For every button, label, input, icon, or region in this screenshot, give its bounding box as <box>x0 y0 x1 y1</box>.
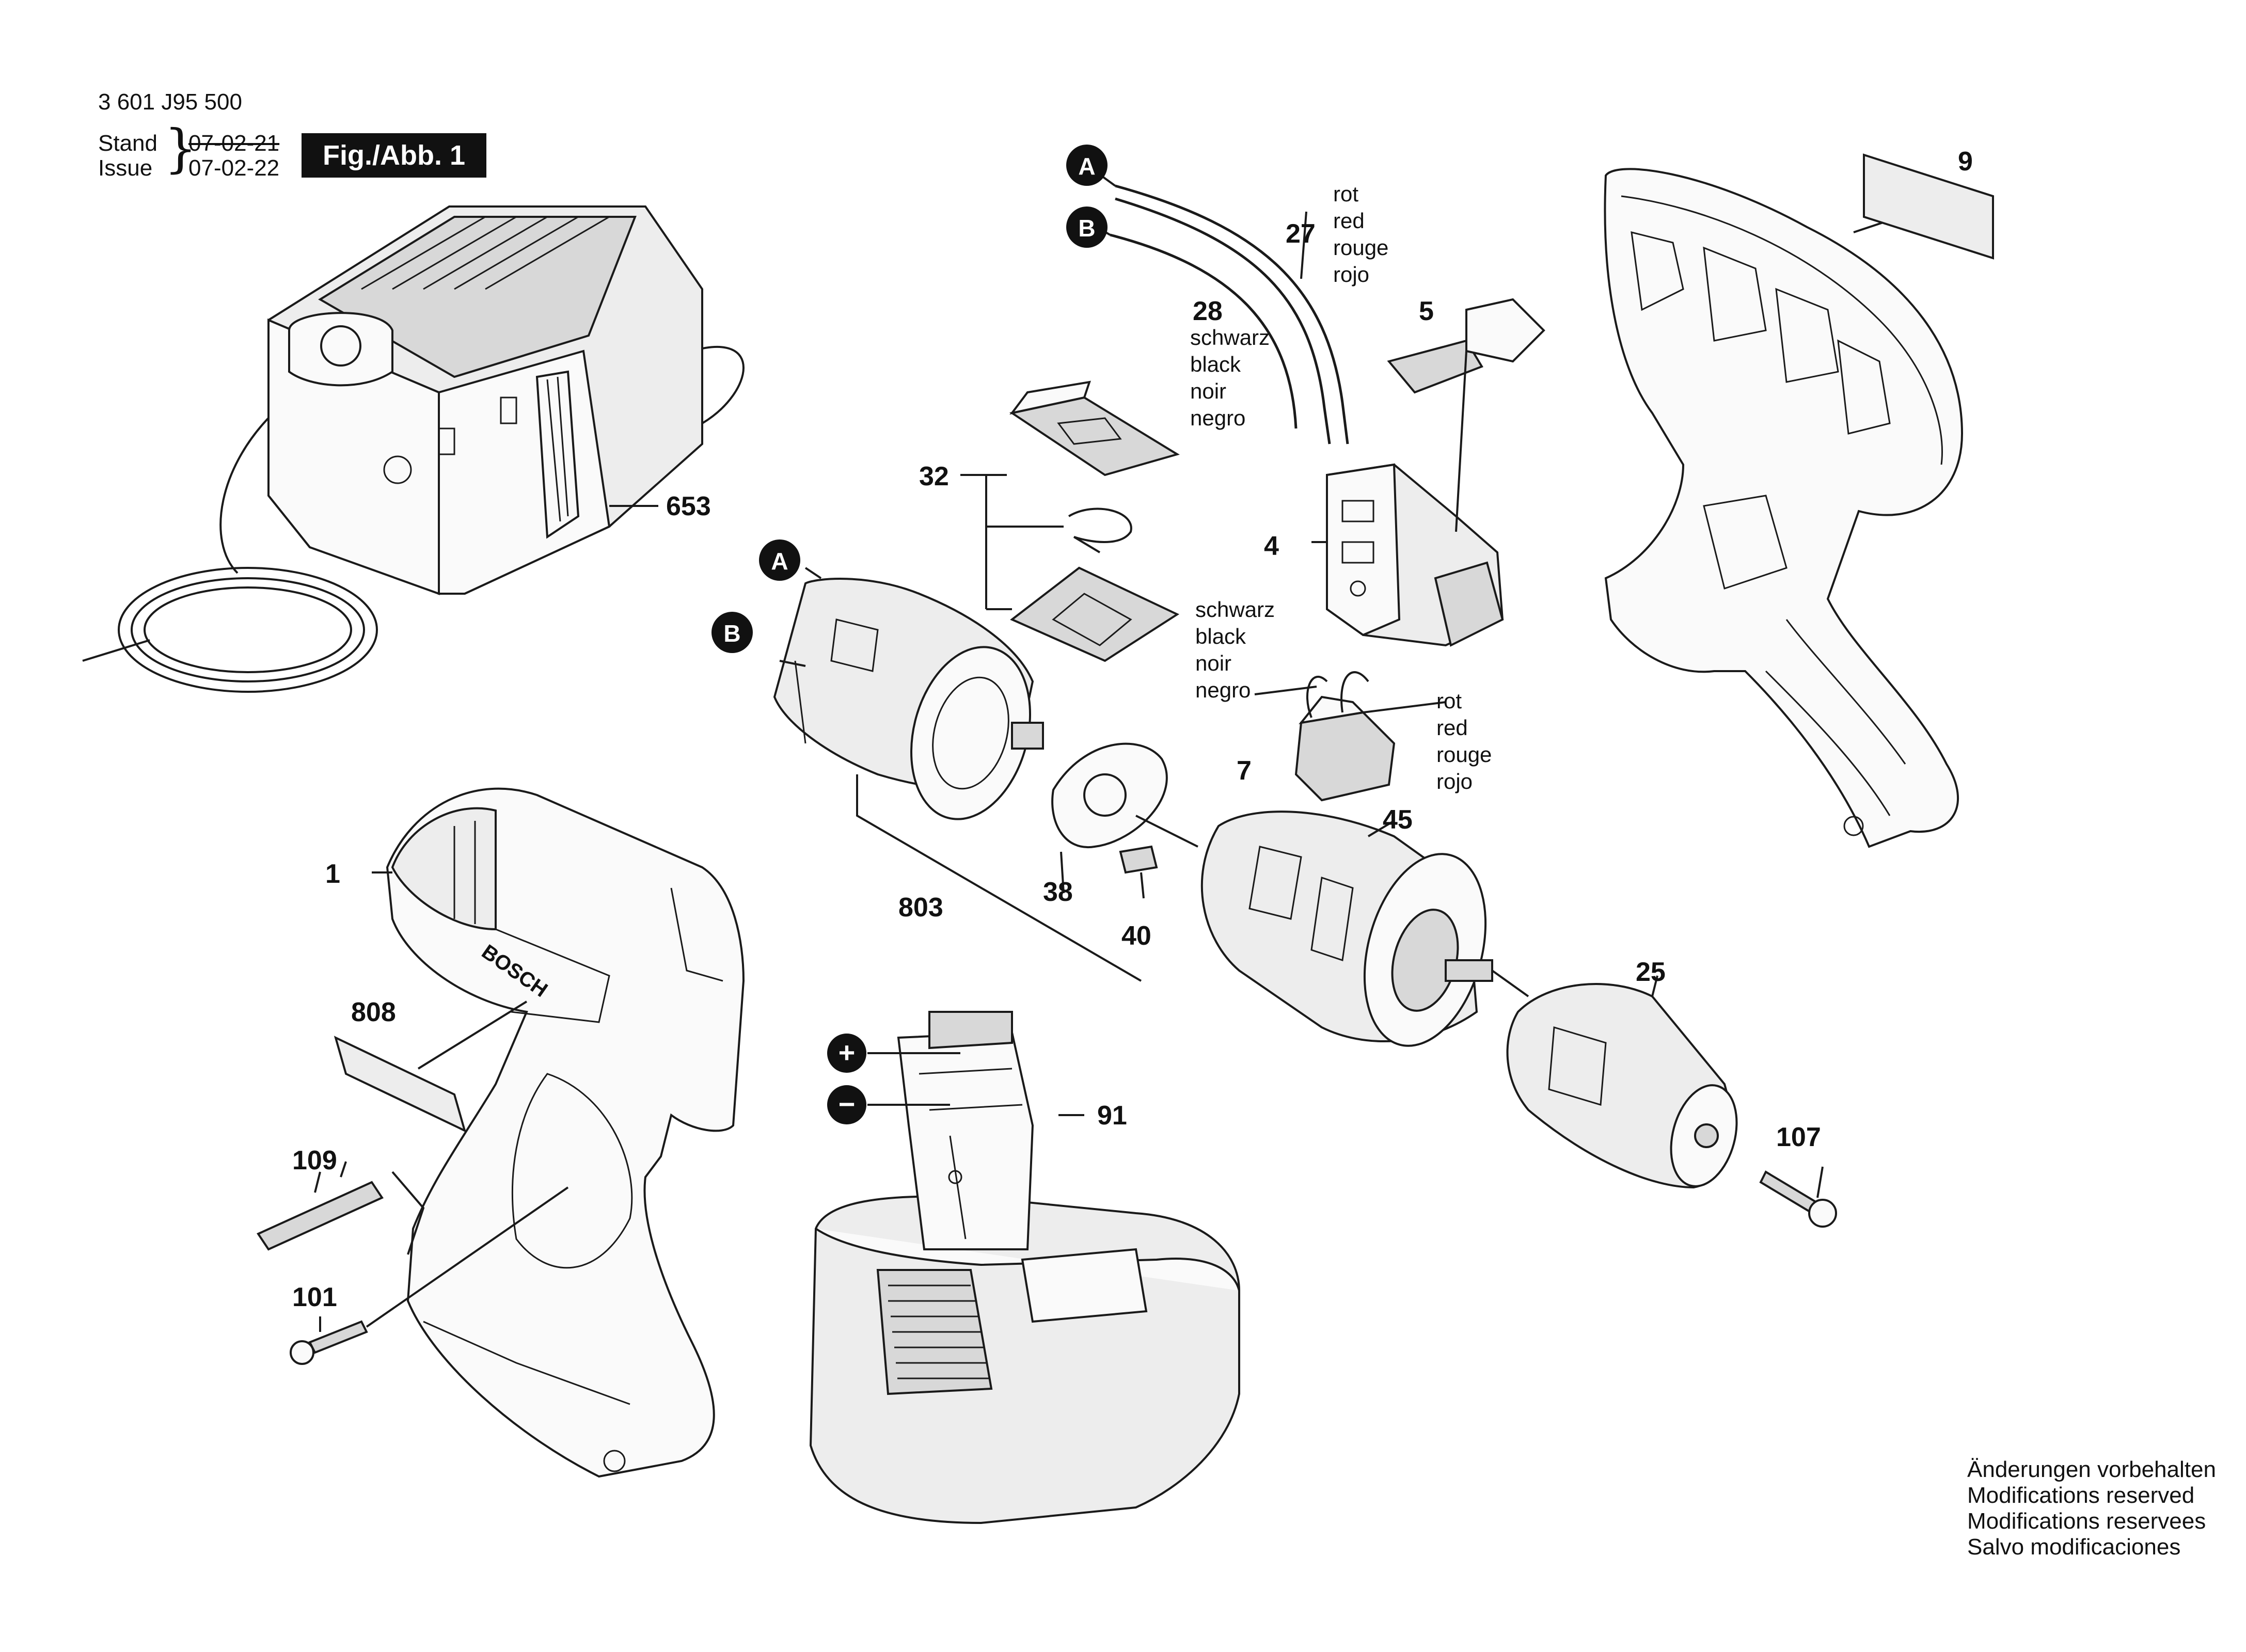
connector-b-motor-label: B <box>723 620 740 647</box>
wire28-color-es: negro <box>1190 406 1245 430</box>
connector-b-motor: B <box>711 612 753 653</box>
part-number-40: 40 <box>1121 921 1151 951</box>
connector-b-top: B <box>1066 206 1108 248</box>
connector-a-motor: A <box>759 539 800 581</box>
stand-label: Stand <box>98 131 157 156</box>
part-number-107: 107 <box>1776 1122 1821 1152</box>
wire27-color-en: red <box>1333 209 1365 233</box>
part-number-25: 25 <box>1636 957 1666 987</box>
wire28-color-de: schwarz <box>1190 325 1270 350</box>
label-plate-drawing <box>334 1036 467 1133</box>
terminal-red-es: rojo <box>1436 769 1473 793</box>
footer-note-es: Salvo modificaciones <box>1967 1534 2181 1560</box>
housing-half-left-drawing: BOSCH <box>372 787 745 1478</box>
part-number-5: 5 <box>1419 296 1434 326</box>
part-number-45: 45 <box>1383 805 1413 835</box>
terminal-black-es: negro <box>1195 678 1251 702</box>
wire27-color-de: rot <box>1333 182 1358 206</box>
part-number-38: 38 <box>1043 877 1073 907</box>
part-number-109: 109 <box>292 1146 337 1176</box>
document-number: 3 601 J95 500 <box>98 89 242 115</box>
part-number-4: 4 <box>1264 531 1279 561</box>
part-number-9: 9 <box>1958 147 1973 177</box>
chuck-drawing <box>1506 975 1837 1228</box>
part-number-27: 27 <box>1286 219 1316 249</box>
connector-b-top-label: B <box>1078 215 1095 242</box>
issue-date: 07-02-22 <box>188 155 280 181</box>
motor-drawing <box>773 567 1142 982</box>
figure-tag: Fig./Abb. 1 <box>302 133 486 178</box>
part-number-1: 1 <box>325 859 340 889</box>
housing-half-right-drawing <box>1604 153 1994 848</box>
terminal-black-de: schwarz <box>1195 597 1275 622</box>
wire27-color-fr: rouge <box>1333 235 1388 260</box>
minus-terminal-icon: − <box>827 1085 866 1124</box>
part-number-32: 32 <box>919 462 949 491</box>
terminal-black-fr: noir <box>1195 651 1231 675</box>
screw-101-drawing <box>290 1186 569 1365</box>
wire27-color-es: rojo <box>1333 262 1369 287</box>
footer-note-fr: Modifications reservees <box>1967 1508 2206 1534</box>
connector-a-top: A <box>1066 145 1108 186</box>
wire28-color-en: black <box>1190 352 1241 376</box>
gearbox-drawing <box>1200 811 1529 1047</box>
terminal-red-fr: rouge <box>1436 742 1492 767</box>
part-number-7: 7 <box>1237 756 1252 786</box>
mounting-plate-drawing <box>1051 742 1198 899</box>
connector-a-top-label: A <box>1078 153 1095 180</box>
terminal-red-en: red <box>1436 716 1468 740</box>
brush-holder-drawing <box>960 380 1180 662</box>
terminal-red-de: rot <box>1436 689 1462 713</box>
charger-drawing <box>82 205 745 693</box>
part-number-91: 91 <box>1097 1101 1127 1131</box>
part-number-101: 101 <box>292 1282 337 1312</box>
terminal-black-en: black <box>1195 624 1246 648</box>
terminal-block-drawing <box>1254 671 1446 802</box>
plus-terminal-label: + <box>839 1036 856 1069</box>
footer-note-de: Änderungen vorbehalten <box>1967 1457 2216 1482</box>
battery-pack-drawing <box>809 1011 1240 1524</box>
part-number-28: 28 <box>1193 296 1223 326</box>
part-number-653: 653 <box>666 491 711 521</box>
screwdriver-bit-drawing <box>257 1161 425 1255</box>
wire28-color-fr: noir <box>1190 379 1226 403</box>
connector-a-motor-label: A <box>771 548 788 575</box>
plus-terminal-icon: + <box>827 1034 866 1073</box>
brace-icon: } <box>164 118 197 179</box>
footer-note-en: Modifications reserved <box>1967 1483 2195 1508</box>
switch-drawing <box>1311 298 1545 647</box>
part-number-808: 808 <box>351 997 396 1027</box>
part-number-803: 803 <box>898 893 943 923</box>
issue-label: Issue <box>98 155 153 181</box>
minus-terminal-label: − <box>839 1088 856 1120</box>
stand-date: 07-02-21 <box>188 131 280 156</box>
